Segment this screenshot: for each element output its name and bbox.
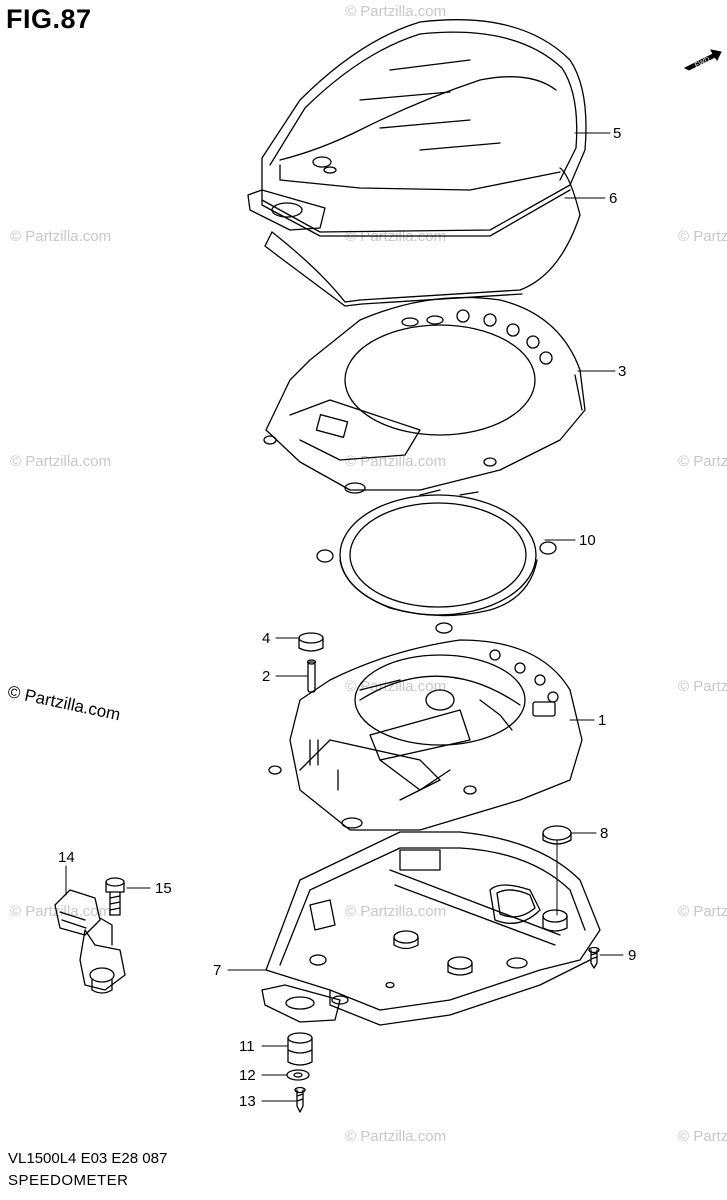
- part-4-grommet: [298, 632, 324, 652]
- callout-7: 7: [213, 962, 222, 979]
- watermarks: © Partzilla.com © Partzilla.com © Partzi…: [10, 3, 727, 1145]
- part-10-ring: [316, 489, 557, 634]
- watermark-text: © Partzilla.com: [678, 1128, 727, 1145]
- part-14-sensor: [54, 889, 126, 994]
- watermark-text: © Partzilla.com: [678, 678, 727, 695]
- callout-3: 3: [618, 363, 627, 380]
- part-6-gasket: [264, 167, 581, 307]
- model-code: VL1500L4 E03 E28 087: [8, 1150, 168, 1167]
- part-9-screw: [588, 946, 600, 969]
- callout-11: 11: [239, 1038, 255, 1055]
- part-13-screw: [294, 1086, 306, 1113]
- callout-8: 8: [600, 825, 609, 842]
- watermark-text: © Partzilla.com: [345, 1128, 446, 1145]
- forward-arrow-icon: FWD: [683, 49, 722, 71]
- part-7-lower-case: [261, 831, 601, 1026]
- part-2-pin: [306, 659, 317, 693]
- fwd-label: FWD: [694, 56, 711, 69]
- part-15-bolt: [105, 877, 125, 916]
- callout-12: 12: [239, 1067, 256, 1084]
- callout-2: 2: [262, 668, 271, 685]
- figure-number: FIG.87: [6, 4, 92, 34]
- part-1-meter-assembly: [268, 639, 583, 831]
- callout-10: 10: [579, 532, 596, 549]
- leader-lines: [65, 132, 624, 1102]
- callout-6: 6: [609, 190, 618, 207]
- watermark-text: © Partzilla.com: [678, 903, 727, 920]
- diagram-title: SPEEDOMETER: [8, 1172, 129, 1189]
- watermark-text: © Partzilla.com: [678, 228, 727, 245]
- callout-1: 1: [598, 712, 607, 729]
- watermark-text: © Partzilla.com: [345, 903, 446, 920]
- watermark-text: © Partzilla.com: [345, 678, 446, 695]
- watermark-text: © Partzilla.com: [678, 453, 727, 470]
- callout-4: 4: [262, 630, 271, 647]
- callout-9: 9: [628, 947, 637, 964]
- callout-5: 5: [613, 125, 622, 142]
- part-5-upper-cover: [247, 19, 587, 237]
- callout-15: 15: [155, 880, 172, 897]
- callout-13: 13: [239, 1093, 256, 1110]
- callout-14: 14: [58, 849, 75, 866]
- watermark-text: © Partzilla.com: [10, 228, 111, 245]
- watermark-text: © Partzilla.com: [10, 453, 111, 470]
- part-12-washer: [286, 1069, 310, 1081]
- watermark-text: © Partzilla.com: [345, 3, 446, 20]
- part-11-damper: [287, 1032, 313, 1066]
- part-3-bezel: [263, 296, 586, 494]
